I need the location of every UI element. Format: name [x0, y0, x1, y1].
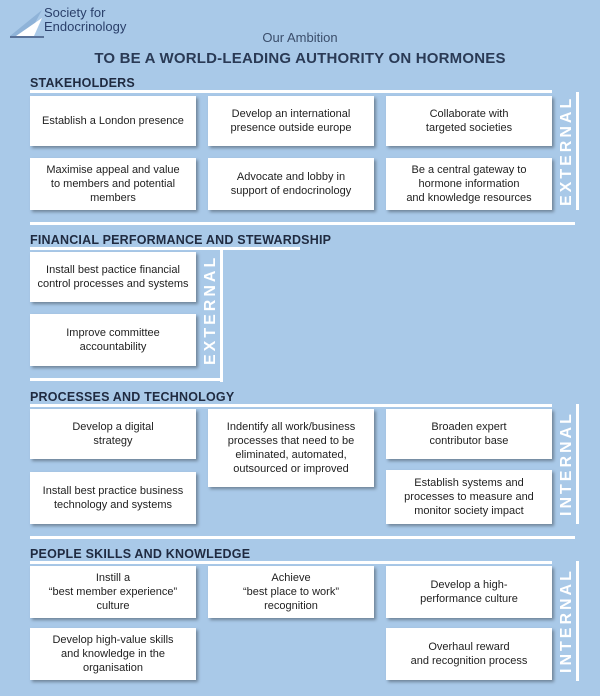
side-label-stakeholders: EXTERNAL	[558, 95, 575, 207]
section-bottom-line-processes	[30, 536, 575, 539]
section-title-financial: FINANCIAL PERFORMANCE AND STEWARDSHIP	[30, 233, 332, 247]
stakeholders-item-2: Develop an international presence outsid…	[208, 96, 374, 146]
people-item-3: Develop a high- performance culture	[386, 566, 552, 618]
section-divider-people	[30, 561, 552, 564]
stakeholders-item-5: Advocate and lobby in support of endocri…	[208, 158, 374, 210]
section-title-processes: PROCESSES AND TECHNOLOGY	[30, 390, 235, 404]
side-label-processes: INTERNAL	[558, 411, 575, 517]
section-divider-processes	[30, 404, 552, 407]
organisation-name-line2: Endocrinology	[44, 19, 127, 34]
side-divider-financial	[220, 250, 223, 382]
side-divider-people	[576, 561, 579, 681]
section-divider-stakeholders	[30, 90, 552, 93]
financial-item-1: Install best pactice financial control p…	[30, 252, 196, 302]
people-item-5: Overhaul reward and recognition process	[386, 628, 552, 680]
ambition-headline: TO BE A WORLD-LEADING AUTHORITY ON HORMO…	[94, 50, 506, 67]
stakeholders-item-4: Maximise appeal and value to members and…	[30, 158, 196, 210]
ambition-label: Our Ambition	[262, 30, 338, 45]
people-item-2: Achieve “best place to work” recognition	[208, 566, 374, 618]
organisation-name-line1: Society for	[44, 5, 106, 20]
section-bottom-line-stakeholders	[30, 222, 575, 225]
stakeholders-item-3: Collaborate with targeted societies	[386, 96, 552, 146]
side-label-people: INTERNAL	[558, 568, 575, 674]
stakeholders-item-1: Establish a London presence	[30, 96, 196, 146]
society-logo-icon	[10, 10, 44, 38]
processes-item-2: Indentify all work/business processes th…	[208, 409, 374, 487]
stakeholders-item-6: Be a central gateway to hormone informat…	[386, 158, 552, 210]
organisation-name: Society for Endocrinology	[44, 6, 126, 34]
section-title-stakeholders: STAKEHOLDERS	[30, 76, 135, 90]
section-title-people: PEOPLE SKILLS AND KNOWLEDGE	[30, 547, 251, 561]
section-bottom-line-financial	[30, 378, 220, 381]
processes-item-4: Install best practice business technolog…	[30, 472, 196, 524]
processes-item-3: Broaden expert contributor base	[386, 409, 552, 459]
processes-item-1: Develop a digital strategy	[30, 409, 196, 459]
financial-item-2: Improve committee accountability	[30, 314, 196, 366]
side-label-financial: EXTERNAL	[202, 254, 219, 366]
side-divider-stakeholders	[576, 92, 579, 210]
side-divider-processes	[576, 404, 579, 524]
section-divider-financial	[30, 247, 300, 250]
people-item-1: Instill a “best member experience” cultu…	[30, 566, 196, 618]
processes-item-5: Establish systems and processes to measu…	[386, 470, 552, 524]
people-item-4: Develop high-value skills and knowledge …	[30, 628, 196, 680]
